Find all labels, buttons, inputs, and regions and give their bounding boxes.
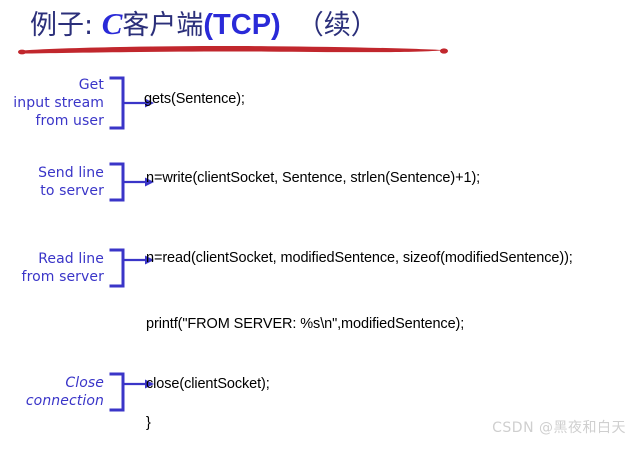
annotation-group-send-line: Send line to server	[0, 160, 155, 204]
annotation-label-get-input: Get input stream from user	[13, 76, 104, 130]
title-prefix: 例子:	[30, 10, 102, 41]
annotation-group-read-line: Read line from server	[0, 246, 155, 290]
annotation-label-close-connection: Close connection	[26, 374, 104, 410]
code-line-write: n=write(clientSocket, Sentence, strlen(S…	[146, 170, 481, 186]
annotation-label-line: to server	[40, 183, 104, 199]
bracket-arrow-icon	[109, 248, 154, 288]
page-title: 例子: C客户端(TCP) （续）	[30, 4, 378, 46]
title-underline-stroke	[18, 46, 448, 55]
bracket-arrow-icon	[109, 372, 154, 412]
bracket-arrow-icon	[109, 76, 154, 130]
annotation-label-line: from server	[21, 269, 104, 285]
annotation-label-line: connection	[25, 393, 104, 409]
title-tcp: (TCP)	[203, 9, 281, 41]
annotation-label-line: Read line	[38, 251, 104, 267]
bracket-arrow-icon	[109, 162, 154, 202]
code-line-gets: gets(Sentence);	[144, 91, 245, 107]
title-client-zh: 客户端	[122, 10, 204, 41]
annotation-group-get-input: Get input stream from user	[0, 74, 155, 132]
annotation-label-line: input stream	[13, 95, 104, 111]
annotation-label-send-line: Send line to server	[38, 164, 104, 200]
code-line-read: n=read(clientSocket, modifiedSentence, s…	[146, 250, 573, 266]
annotation-label-line: from user	[35, 113, 104, 129]
annotation-label-line: Get	[78, 77, 104, 93]
annotation-label-line: Close	[65, 375, 104, 391]
watermark: CSDN @黑夜和白天	[492, 420, 626, 436]
title-accent-c: C	[101, 6, 123, 41]
code-line-closing-brace: }	[146, 415, 151, 431]
title-continued: （续）	[296, 10, 378, 41]
annotation-group-close-connection: Close connection	[0, 370, 155, 414]
title-area: 例子: C客户端(TCP) （续）	[0, 0, 640, 62]
annotation-label-read-line: Read line from server	[22, 250, 104, 286]
annotation-label-line: Send line	[38, 165, 104, 181]
code-line-printf: printf("FROM SERVER: %s\n",modifiedSente…	[146, 316, 465, 332]
code-line-close: close(clientSocket);	[146, 376, 270, 392]
